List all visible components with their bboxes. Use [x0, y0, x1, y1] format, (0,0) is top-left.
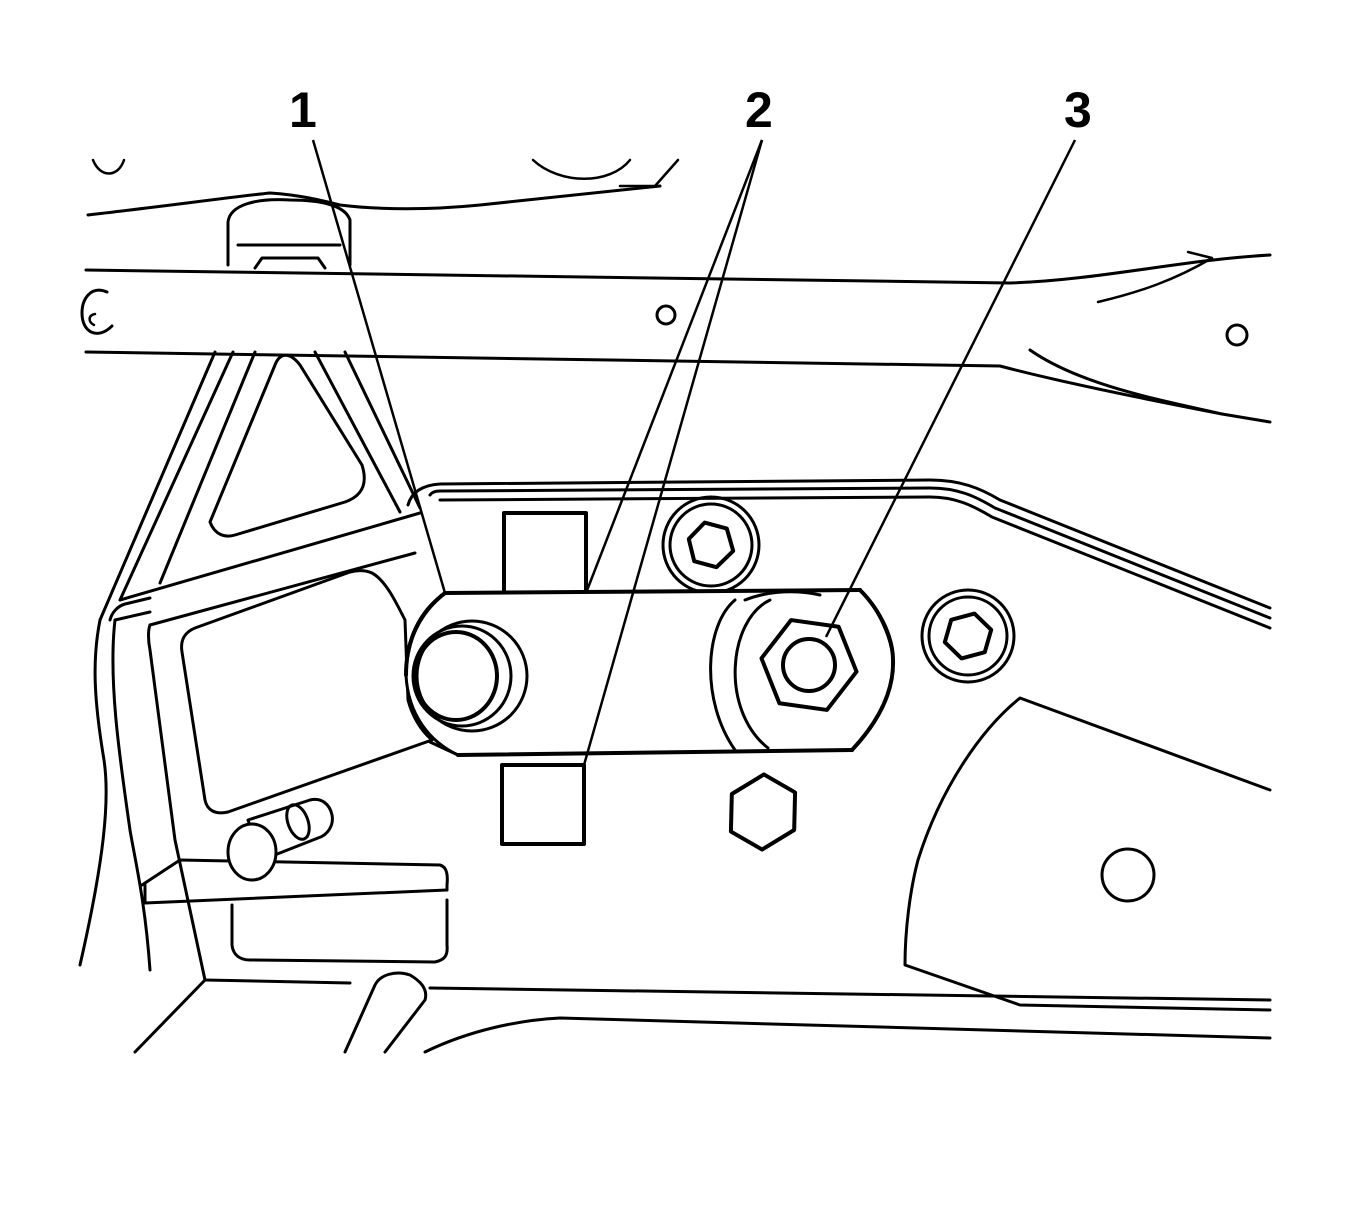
upper-hex-bolt	[661, 495, 761, 595]
leader-line-1	[311, 139, 447, 594]
callout-3: 3	[1064, 82, 1092, 138]
leader-lines	[311, 139, 1077, 766]
bracket-struts	[98, 350, 422, 622]
leader-line-2b	[582, 139, 764, 766]
lower-square-block	[500, 763, 586, 846]
mounting-plate	[78, 478, 1272, 1054]
upper-contours	[86, 158, 680, 217]
right-hex-bolt	[920, 588, 1016, 684]
upper-post	[226, 198, 352, 270]
right-lobe	[903, 696, 1272, 1012]
lower-hex-bolt	[728, 772, 798, 852]
cross-bar	[80, 250, 1272, 424]
pivot-pin	[411, 619, 529, 733]
leader-line-2a	[584, 139, 764, 594]
linkage-bar	[404, 588, 896, 757]
leader-line-3	[824, 139, 1077, 638]
callout-2: 2	[745, 82, 773, 138]
callout-1: 1	[289, 82, 317, 138]
lower-lever	[140, 797, 449, 1054]
center-hex-nut	[759, 618, 859, 712]
recess-panel	[180, 569, 434, 815]
upper-square-block	[502, 511, 588, 595]
